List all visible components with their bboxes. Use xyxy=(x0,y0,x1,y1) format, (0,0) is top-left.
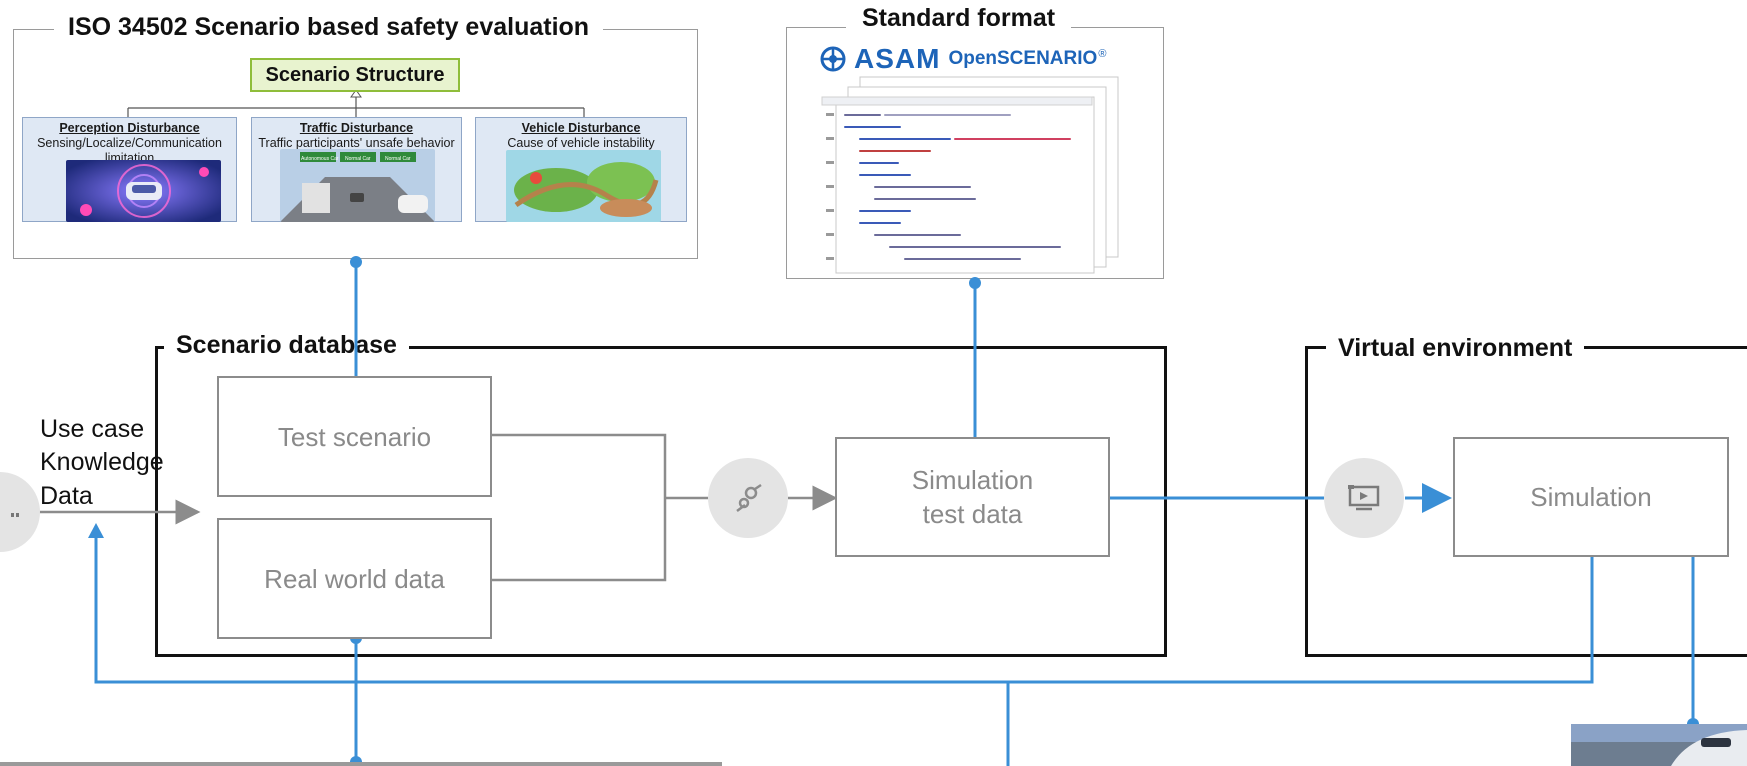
monitor-play-icon xyxy=(1348,485,1380,511)
standard-format-title: Standard format xyxy=(846,3,1072,33)
card-title: Perception Disturbance xyxy=(59,121,200,135)
input-data: Data xyxy=(40,482,93,510)
simulation-label: Simulation xyxy=(1530,482,1652,512)
terrain-image xyxy=(506,150,661,222)
simulation-test-data-box[interactable]: Simulation test data xyxy=(835,437,1110,557)
simulator-circle[interactable] xyxy=(1324,458,1404,538)
asam-brand: ASAM xyxy=(854,43,941,74)
iso-frame-title: ISO 34502 Scenario based safety evaluati… xyxy=(54,12,604,42)
highway-traffic-image xyxy=(280,149,435,222)
simulation-box[interactable]: Simulation xyxy=(1453,437,1729,557)
test-scenario-label: Test scenario xyxy=(277,421,432,452)
scenario-database-frame xyxy=(155,346,1167,657)
card-desc: Traffic participants' unsafe behavior xyxy=(258,136,455,150)
input-knowledge: Knowledge xyxy=(40,448,164,476)
gear-link-icon xyxy=(736,483,762,512)
registered-mark: ® xyxy=(1098,48,1107,60)
vehicle-photo xyxy=(1571,724,1747,766)
virtual-environment-title: Virtual environment xyxy=(1326,333,1585,363)
scenario-structure-label: Scenario Structure xyxy=(265,63,445,86)
simulation-test-data-line1: Simulation xyxy=(911,465,1034,495)
scenario-structure-box: Scenario Structure xyxy=(250,58,460,92)
real-world-data-box[interactable]: Real world data xyxy=(217,518,492,639)
simulation-test-data-line2: test data xyxy=(922,499,1023,529)
card-title: Traffic Disturbance xyxy=(299,121,414,135)
sign-label: Normal Car xyxy=(385,156,411,162)
database-icon xyxy=(11,513,19,517)
sensing-car-image xyxy=(66,160,221,222)
test-scenario-box[interactable]: Test scenario xyxy=(217,376,492,497)
real-world-data-label: Real world data xyxy=(264,563,445,594)
input-use-case: Use case xyxy=(40,415,145,443)
openscenario-product: OpenSCENARIO xyxy=(948,48,1098,69)
asam-logo: ASAM OpenSCENARIO ® xyxy=(820,43,1106,75)
structure-tree-lines xyxy=(127,89,585,118)
vehicle-disturbance-card: Vehicle Disturbance Cause of vehicle ins… xyxy=(475,117,687,222)
openscenario-code-documents xyxy=(821,76,1119,274)
scenario-database-title: Scenario database xyxy=(164,330,409,360)
asam-logo-icon xyxy=(820,46,846,72)
card-title: Vehicle Disturbance xyxy=(521,121,641,135)
sign-label: Normal Car xyxy=(345,156,371,162)
traffic-disturbance-card: Traffic Disturbance Traffic participants… xyxy=(251,117,462,222)
converter-circle[interactable] xyxy=(708,458,788,538)
card-desc: Cause of vehicle instability xyxy=(507,136,655,150)
perception-disturbance-card: Perception Disturbance Sensing/Localize/… xyxy=(22,117,237,222)
sign-label: Autonomous Car xyxy=(301,156,339,162)
